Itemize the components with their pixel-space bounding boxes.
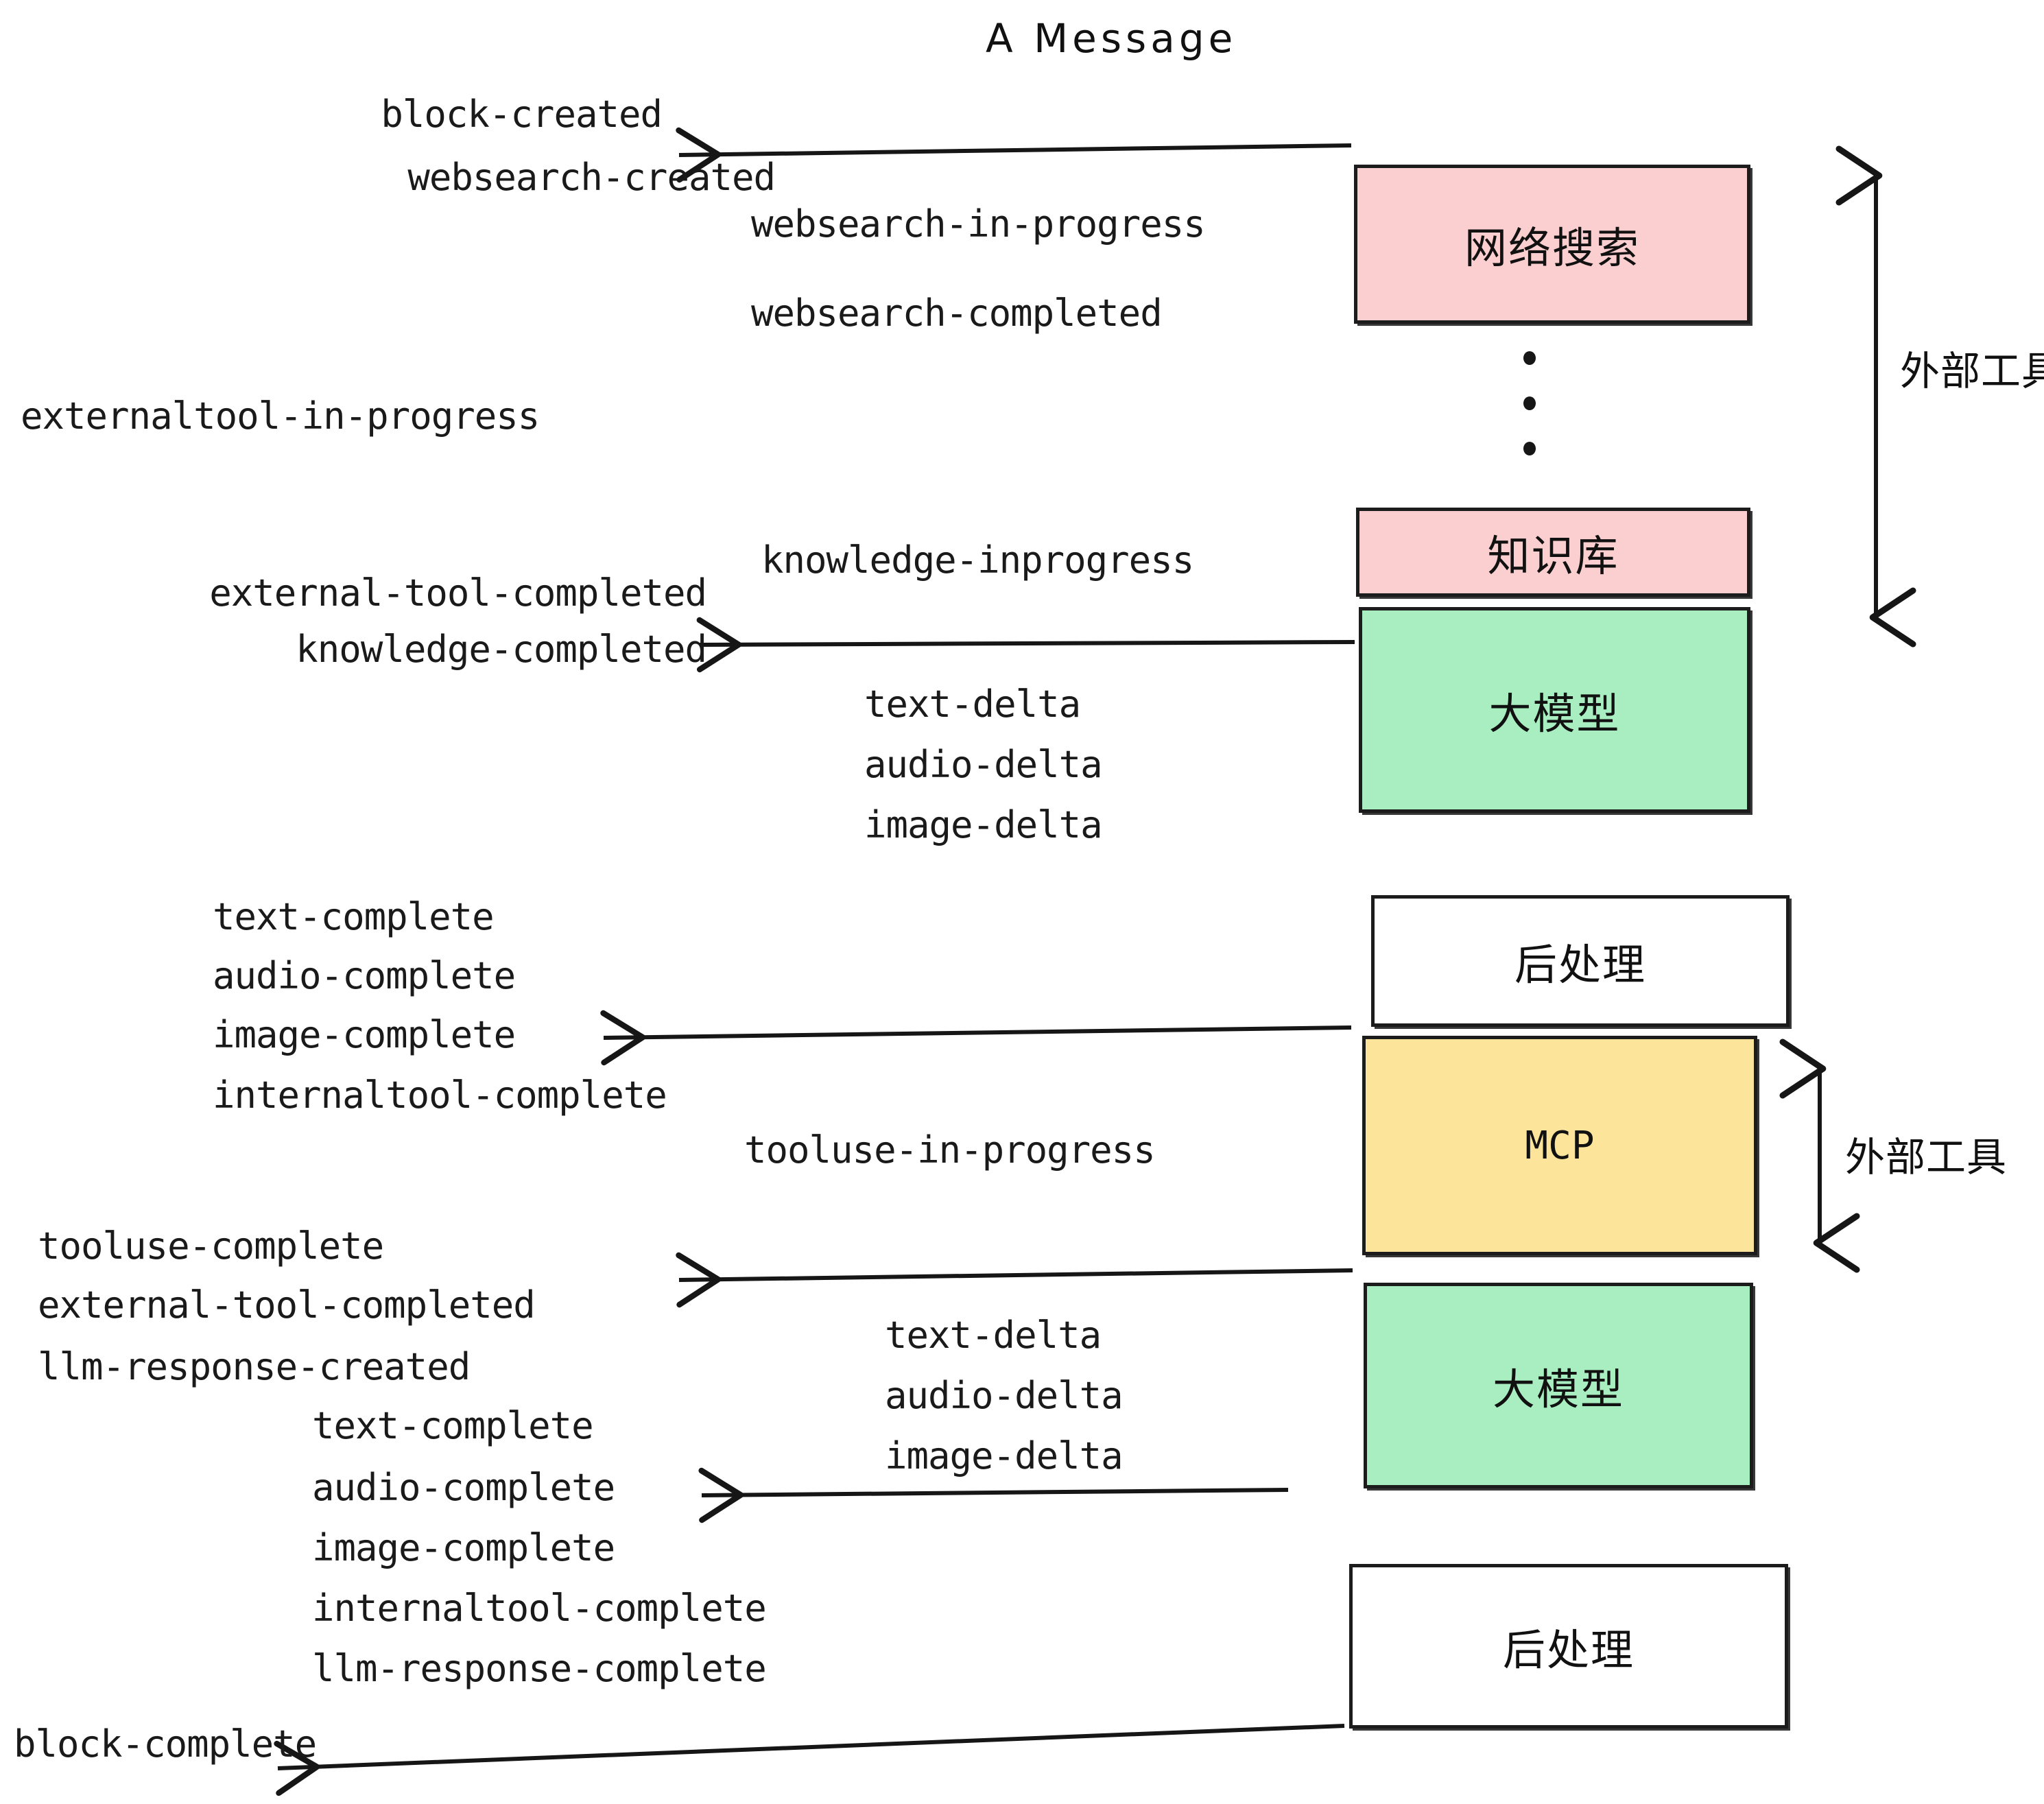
- arrow-knowledge-completed: [696, 617, 1355, 673]
- event-audio-complete-second: audio-complete: [312, 1466, 615, 1509]
- arrow-websearch-created: [676, 127, 1352, 183]
- event-websearch-completed: websearch-completed: [751, 292, 1163, 335]
- node-websearch[interactable]: 网络搜索: [1354, 165, 1750, 324]
- event-text-complete-second: text-complete: [312, 1404, 594, 1447]
- event-image-delta-first: image-delta: [864, 803, 1103, 846]
- event-websearch-in-progress: websearch-in-progress: [751, 202, 1206, 246]
- event-audio-delta-second: audio-delta: [885, 1374, 1124, 1417]
- event-llm-response-created: llm-response-created: [38, 1345, 471, 1388]
- event-image-complete-first: image-complete: [213, 1013, 516, 1056]
- node-llm-second-label: 大模型: [1492, 1364, 1624, 1414]
- node-knowledge-label: 知识库: [1487, 531, 1619, 581]
- node-postprocess-second-label: 后处理: [1502, 1625, 1635, 1675]
- event-internaltool-complete-second: internaltool-complete: [312, 1587, 767, 1630]
- event-knowledge-inprogress: knowledge-inprogress: [761, 538, 1194, 582]
- event-block-created: block-created: [381, 93, 663, 136]
- node-knowledge[interactable]: 知识库: [1356, 508, 1750, 597]
- event-externaltool-in-progress: externaltool-in-progress: [21, 394, 540, 438]
- event-external-tool-completed-second: external-tool-completed: [38, 1283, 536, 1327]
- node-mcp-label: MCP: [1525, 1123, 1595, 1168]
- node-llm-first[interactable]: 大模型: [1359, 607, 1750, 813]
- vertical-ellipsis-icon: [1523, 351, 1536, 455]
- arrow-audio-complete: [698, 1467, 1289, 1523]
- event-text-complete-first: text-complete: [213, 895, 495, 938]
- node-llm-first-label: 大模型: [1488, 689, 1621, 739]
- event-block-complete: block-complete: [14, 1722, 317, 1766]
- node-mcp[interactable]: MCP: [1362, 1036, 1757, 1255]
- event-audio-delta-first: audio-delta: [864, 743, 1103, 786]
- event-image-delta-second: image-delta: [885, 1434, 1124, 1477]
- event-text-delta-first: text-delta: [864, 683, 1081, 726]
- event-llm-response-complete: llm-response-complete: [312, 1647, 767, 1690]
- arrow-tooluse-complete: [676, 1252, 1353, 1308]
- event-websearch-created: websearch-created: [407, 156, 776, 199]
- node-postprocess-first-label: 后处理: [1514, 940, 1646, 990]
- page-title: A Message: [986, 15, 1237, 62]
- side-label-external-tools-bottom: 外部工具: [1845, 1134, 2008, 1180]
- event-external-tool-completed-first: external-tool-completed: [209, 571, 707, 615]
- arrow-image-complete: [600, 1010, 1352, 1066]
- event-tooluse-in-progress: tooluse-in-progress: [744, 1128, 1156, 1172]
- event-text-delta-second: text-delta: [885, 1314, 1102, 1357]
- side-label-external-tools-top: 外部工具: [1900, 348, 2044, 394]
- node-llm-second[interactable]: 大模型: [1364, 1283, 1753, 1488]
- node-postprocess-first[interactable]: 后处理: [1371, 895, 1790, 1027]
- event-audio-complete-first: audio-complete: [213, 954, 516, 997]
- event-internaltool-complete-first: internaltool-complete: [213, 1073, 667, 1117]
- node-websearch-label: 网络搜索: [1464, 223, 1640, 273]
- arrow-block-complete: [274, 1724, 1345, 1796]
- event-image-complete-second: image-complete: [312, 1526, 615, 1569]
- event-tooluse-complete: tooluse-complete: [38, 1224, 384, 1268]
- event-knowledge-completed: knowledge-completed: [296, 628, 707, 671]
- node-postprocess-second[interactable]: 后处理: [1349, 1564, 1788, 1729]
